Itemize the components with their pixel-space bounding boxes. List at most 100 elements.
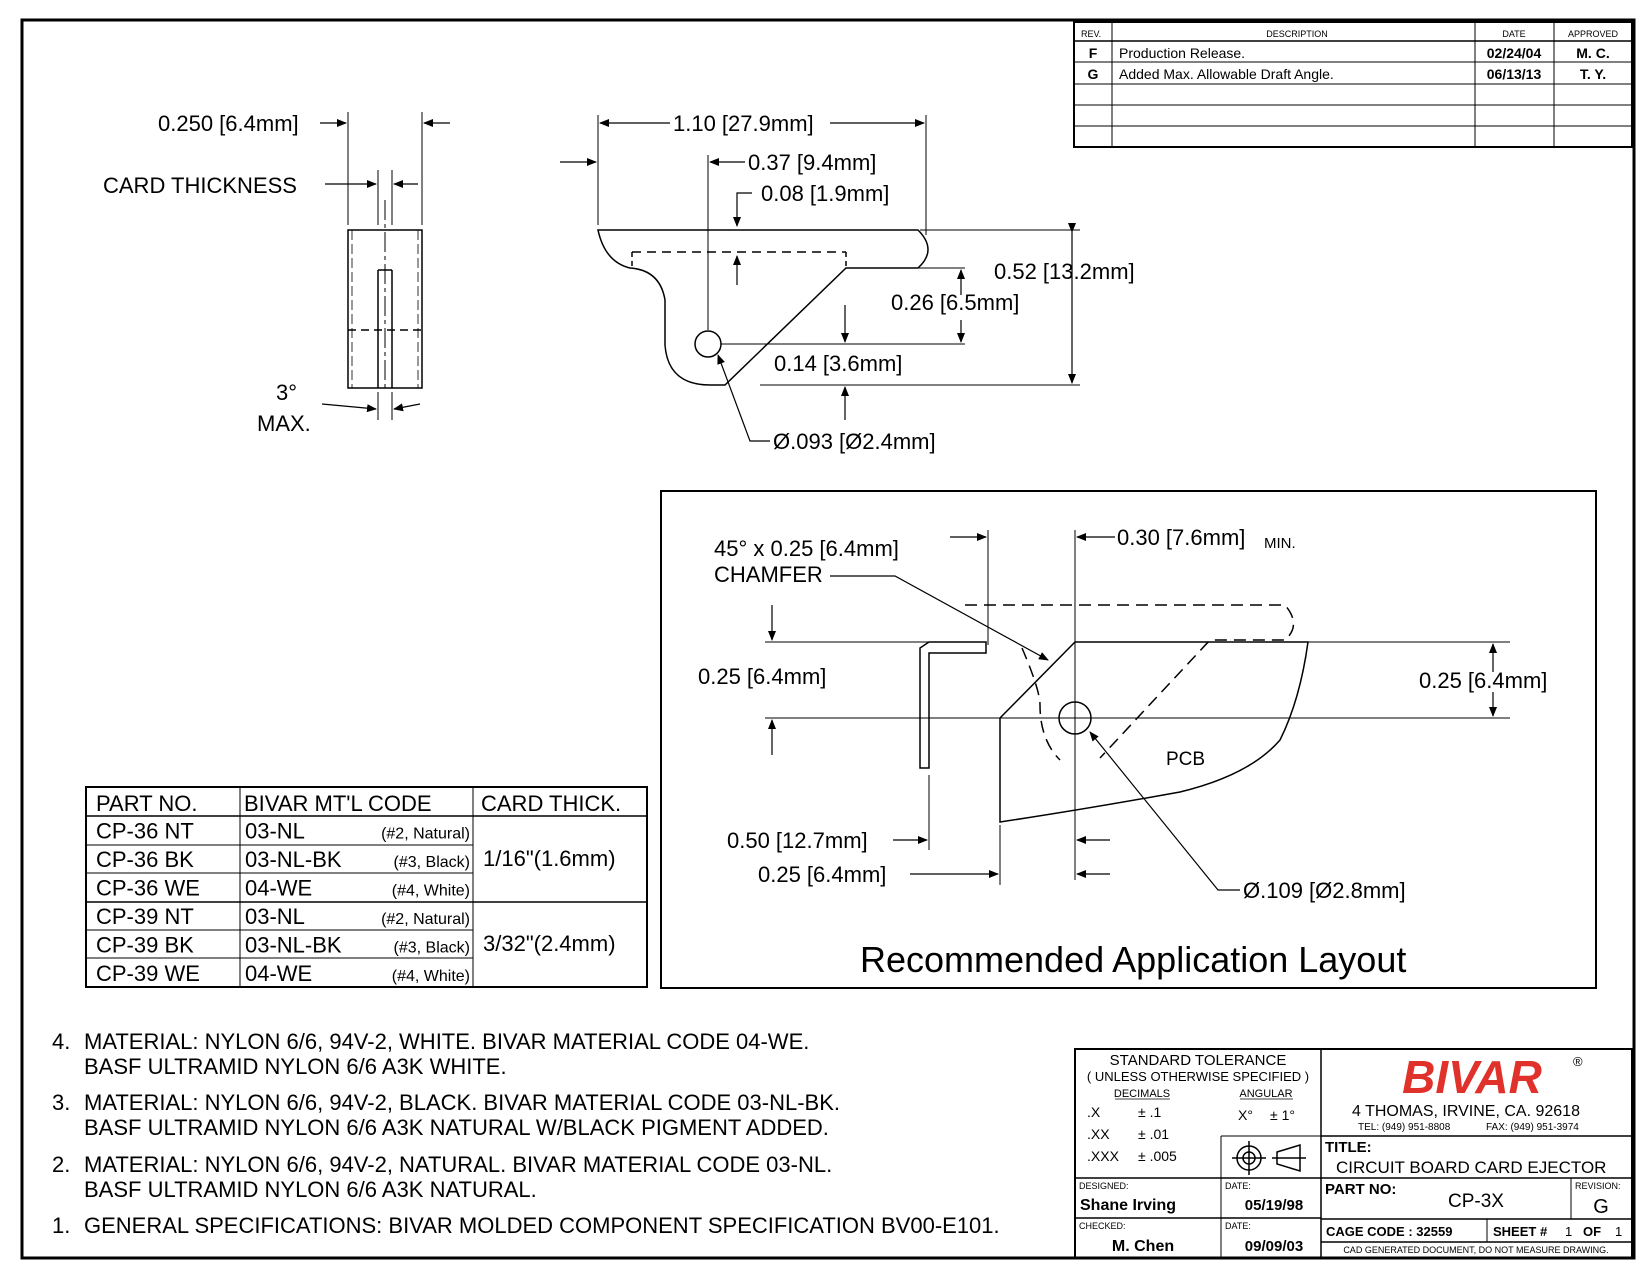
- tol-angle: X°: [1238, 1107, 1253, 1123]
- checked-label: CHECKED:: [1079, 1221, 1126, 1231]
- date-header: DATE: [1502, 29, 1525, 39]
- description-header: DESCRIPTION: [1266, 29, 1328, 39]
- material-note-cell: (#3, Black): [394, 854, 470, 871]
- parts-header-thick: CARD THICK.: [481, 791, 621, 816]
- designed-date-label: DATE:: [1225, 1181, 1251, 1191]
- material-note-cell: (#4, White): [392, 883, 470, 900]
- rev-g-approved: T. Y.: [1580, 66, 1606, 82]
- material-code-cell: 03-NL-BK: [245, 933, 342, 958]
- layout-left-height-label: 0.25 [6.4mm]: [698, 664, 826, 689]
- cad-notice: CAD GENERATED DOCUMENT, DO NOT MEASURE D…: [1343, 1245, 1608, 1255]
- thick-value-2: 3/32"(2.4mm): [483, 931, 616, 956]
- part-number-cell: CP-36 WE: [96, 876, 200, 901]
- chamfer-label-1: 45° x 0.25 [6.4mm]: [714, 536, 899, 561]
- hole-offset-label: 0.37 [9.4mm]: [748, 150, 876, 175]
- layout-hole-dia-label: Ø.109 [Ø2.8mm]: [1243, 878, 1406, 903]
- rev-g: G: [1088, 66, 1099, 82]
- front-view: [560, 115, 1080, 442]
- tol-xxx: .XXX: [1087, 1148, 1120, 1164]
- bivar-logo: BIVAR: [1402, 1051, 1542, 1103]
- note-1-line1: GENERAL SPECIFICATIONS: BIVAR MOLDED COM…: [84, 1213, 1000, 1238]
- draft-angle-max-label: MAX.: [257, 411, 311, 436]
- tolerance-title: STANDARD TOLERANCE: [1110, 1052, 1287, 1069]
- revision-value: G: [1593, 1196, 1609, 1218]
- lip-label: 0.08 [1.9mm]: [761, 181, 889, 206]
- designed-date: 05/19/98: [1245, 1197, 1303, 1214]
- tol-xx-value: ± .01: [1138, 1126, 1169, 1142]
- checked-date-label: DATE:: [1225, 1221, 1251, 1231]
- thick-value-1: 1/16"(1.6mm): [483, 846, 616, 871]
- part-number-cell: CP-39 BK: [96, 933, 194, 958]
- material-code-cell: 04-WE: [245, 961, 312, 986]
- material-code-cell: 03-NL-BK: [245, 847, 342, 872]
- note-3-line2: BASF ULTRAMID NYLON 6/6 A3K NATURAL W/BL…: [84, 1115, 829, 1140]
- company-fax: FAX: (949) 951-3974: [1486, 1122, 1579, 1133]
- min-sub-label: MIN.: [1264, 535, 1296, 552]
- note-3-num: 3.: [52, 1090, 70, 1115]
- part-number-cell: CP-36 NT: [96, 819, 194, 844]
- designed-label: DESIGNED:: [1079, 1181, 1129, 1191]
- approved-header: APPROVED: [1568, 29, 1619, 39]
- part-number-cell: CP-39 NT: [96, 904, 194, 929]
- material-code-cell: 03-NL: [245, 904, 305, 929]
- sheet-total: 1: [1615, 1224, 1622, 1239]
- overall-length-label: 1.10 [27.9mm]: [673, 111, 814, 136]
- note-2-line1: MATERIAL: NYLON 6/6, 94V-2, NATURAL. BIV…: [84, 1152, 832, 1177]
- angular-label: ANGULAR: [1239, 1088, 1292, 1100]
- rev-g-desc: Added Max. Allowable Draft Angle.: [1119, 66, 1334, 82]
- sheet-number: 1: [1565, 1224, 1572, 1239]
- note-2-num: 2.: [52, 1152, 70, 1177]
- part-number-cell: CP-39 WE: [96, 961, 200, 986]
- layout-right-height-label: 0.25 [6.4mm]: [1419, 668, 1547, 693]
- front-hole-dia-label: Ø.093 [Ø2.4mm]: [773, 429, 936, 454]
- company-address: 4 THOMAS, IRVINE, CA. 92618: [1352, 1103, 1580, 1120]
- part-number: CP-3X: [1448, 1191, 1504, 1212]
- material-code-cell: 04-WE: [245, 876, 312, 901]
- tolerance-sub: ( UNLESS OTHERWISE SPECIFIED ): [1087, 1069, 1309, 1084]
- hole-height-label: 0.14 [3.6mm]: [774, 351, 902, 376]
- note-3-line1: MATERIAL: NYLON 6/6, 94V-2, BLACK. BIVAR…: [84, 1090, 840, 1115]
- overall-height-label: 0.52 [13.2mm]: [994, 259, 1135, 284]
- sheet-border: [20, 18, 1636, 1260]
- third-angle-projection-icon: [1232, 1141, 1306, 1175]
- layout-title: Recommended Application Layout: [860, 939, 1406, 980]
- tol-xx: .XX: [1087, 1126, 1110, 1142]
- layout-frame: [660, 490, 1597, 989]
- rev-f-date: 02/24/04: [1487, 45, 1542, 61]
- sheet-label: SHEET #: [1493, 1224, 1548, 1239]
- partno-label: PART NO:: [1325, 1181, 1396, 1198]
- material-note-cell: (#2, Natural): [381, 826, 470, 843]
- dim-050-label: 0.50 [12.7mm]: [727, 828, 868, 853]
- registered-mark: ®: [1573, 1054, 1583, 1069]
- drawing-title: CIRCUIT BOARD CARD EJECTOR: [1336, 1158, 1606, 1177]
- card-width-label: 0.250 [6.4mm]: [158, 111, 299, 136]
- rev-header: REV.: [1081, 29, 1101, 39]
- checked-by: M. Chen: [1112, 1238, 1174, 1255]
- draft-angle-label: 3°: [276, 380, 297, 405]
- chamfer-label-2: CHAMFER: [714, 562, 823, 587]
- tol-angle-value: ± 1°: [1270, 1107, 1295, 1123]
- part-number-cell: CP-36 BK: [96, 847, 194, 872]
- parts-table: [85, 786, 648, 988]
- rev-f-desc: Production Release.: [1119, 45, 1245, 61]
- tol-xxx-value: ± .005: [1138, 1148, 1177, 1164]
- tol-x: .X: [1087, 1104, 1101, 1120]
- title-label: TITLE:: [1325, 1139, 1372, 1156]
- revision-table: [1073, 21, 1633, 148]
- card-thickness-label: CARD THICKNESS: [103, 173, 297, 198]
- title-block: [1074, 1048, 1633, 1259]
- cage-code: CAGE CODE : 32559: [1326, 1224, 1452, 1239]
- parts-header-part: PART NO.: [96, 791, 197, 816]
- note-4-line1: MATERIAL: NYLON 6/6, 94V-2, WHITE. BIVAR…: [84, 1029, 809, 1054]
- notes: 4. MATERIAL: NYLON 6/6, 94V-2, WHITE. BI…: [52, 1029, 1000, 1238]
- note-1-num: 1.: [52, 1213, 70, 1238]
- note-4-num: 4.: [52, 1029, 70, 1054]
- note-4-line2: BASF ULTRAMID NYLON 6/6 A3K WHITE.: [84, 1054, 507, 1079]
- dim-025-label: 0.25 [6.4mm]: [758, 862, 886, 887]
- side-view: [320, 112, 450, 420]
- material-code-cell: 03-NL: [245, 819, 305, 844]
- decimals-label: DECIMALS: [1114, 1088, 1170, 1100]
- revision-label: REVISION:: [1575, 1181, 1621, 1191]
- min-dim-label: 0.30 [7.6mm]: [1117, 525, 1245, 550]
